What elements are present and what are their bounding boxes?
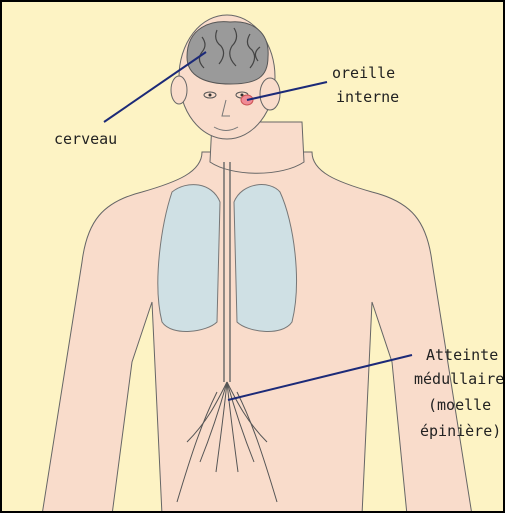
left-lung — [158, 185, 220, 332]
label-atteinte: Atteinte — [426, 346, 498, 365]
label-cerveau: cerveau — [54, 130, 117, 149]
label-medullaire: médullaire — [414, 370, 504, 389]
label-epiniere: épinière) — [420, 422, 501, 441]
label-oreille: oreille — [332, 64, 395, 83]
label-interne: interne — [336, 88, 399, 107]
label-moelle: (moelle — [428, 396, 491, 415]
